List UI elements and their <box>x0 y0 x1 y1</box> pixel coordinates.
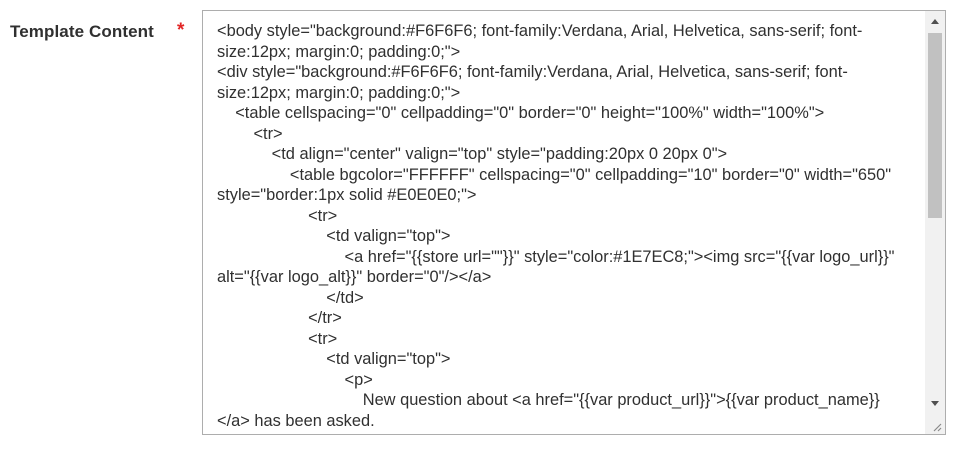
vertical-scrollbar[interactable] <box>925 11 945 434</box>
template-content-textarea[interactable]: <body style="background:#F6F6F6; font-fa… <box>202 10 946 435</box>
scroll-up-arrow-icon[interactable] <box>925 13 945 30</box>
field-label: Template Content <box>10 22 154 41</box>
resize-grip-icon[interactable] <box>930 419 942 432</box>
scroll-thumb[interactable] <box>928 33 942 218</box>
required-indicator: * <box>177 20 185 41</box>
scroll-down-arrow-icon[interactable] <box>925 395 945 412</box>
template-content-text[interactable]: <body style="background:#F6F6F6; font-fa… <box>217 22 895 434</box>
